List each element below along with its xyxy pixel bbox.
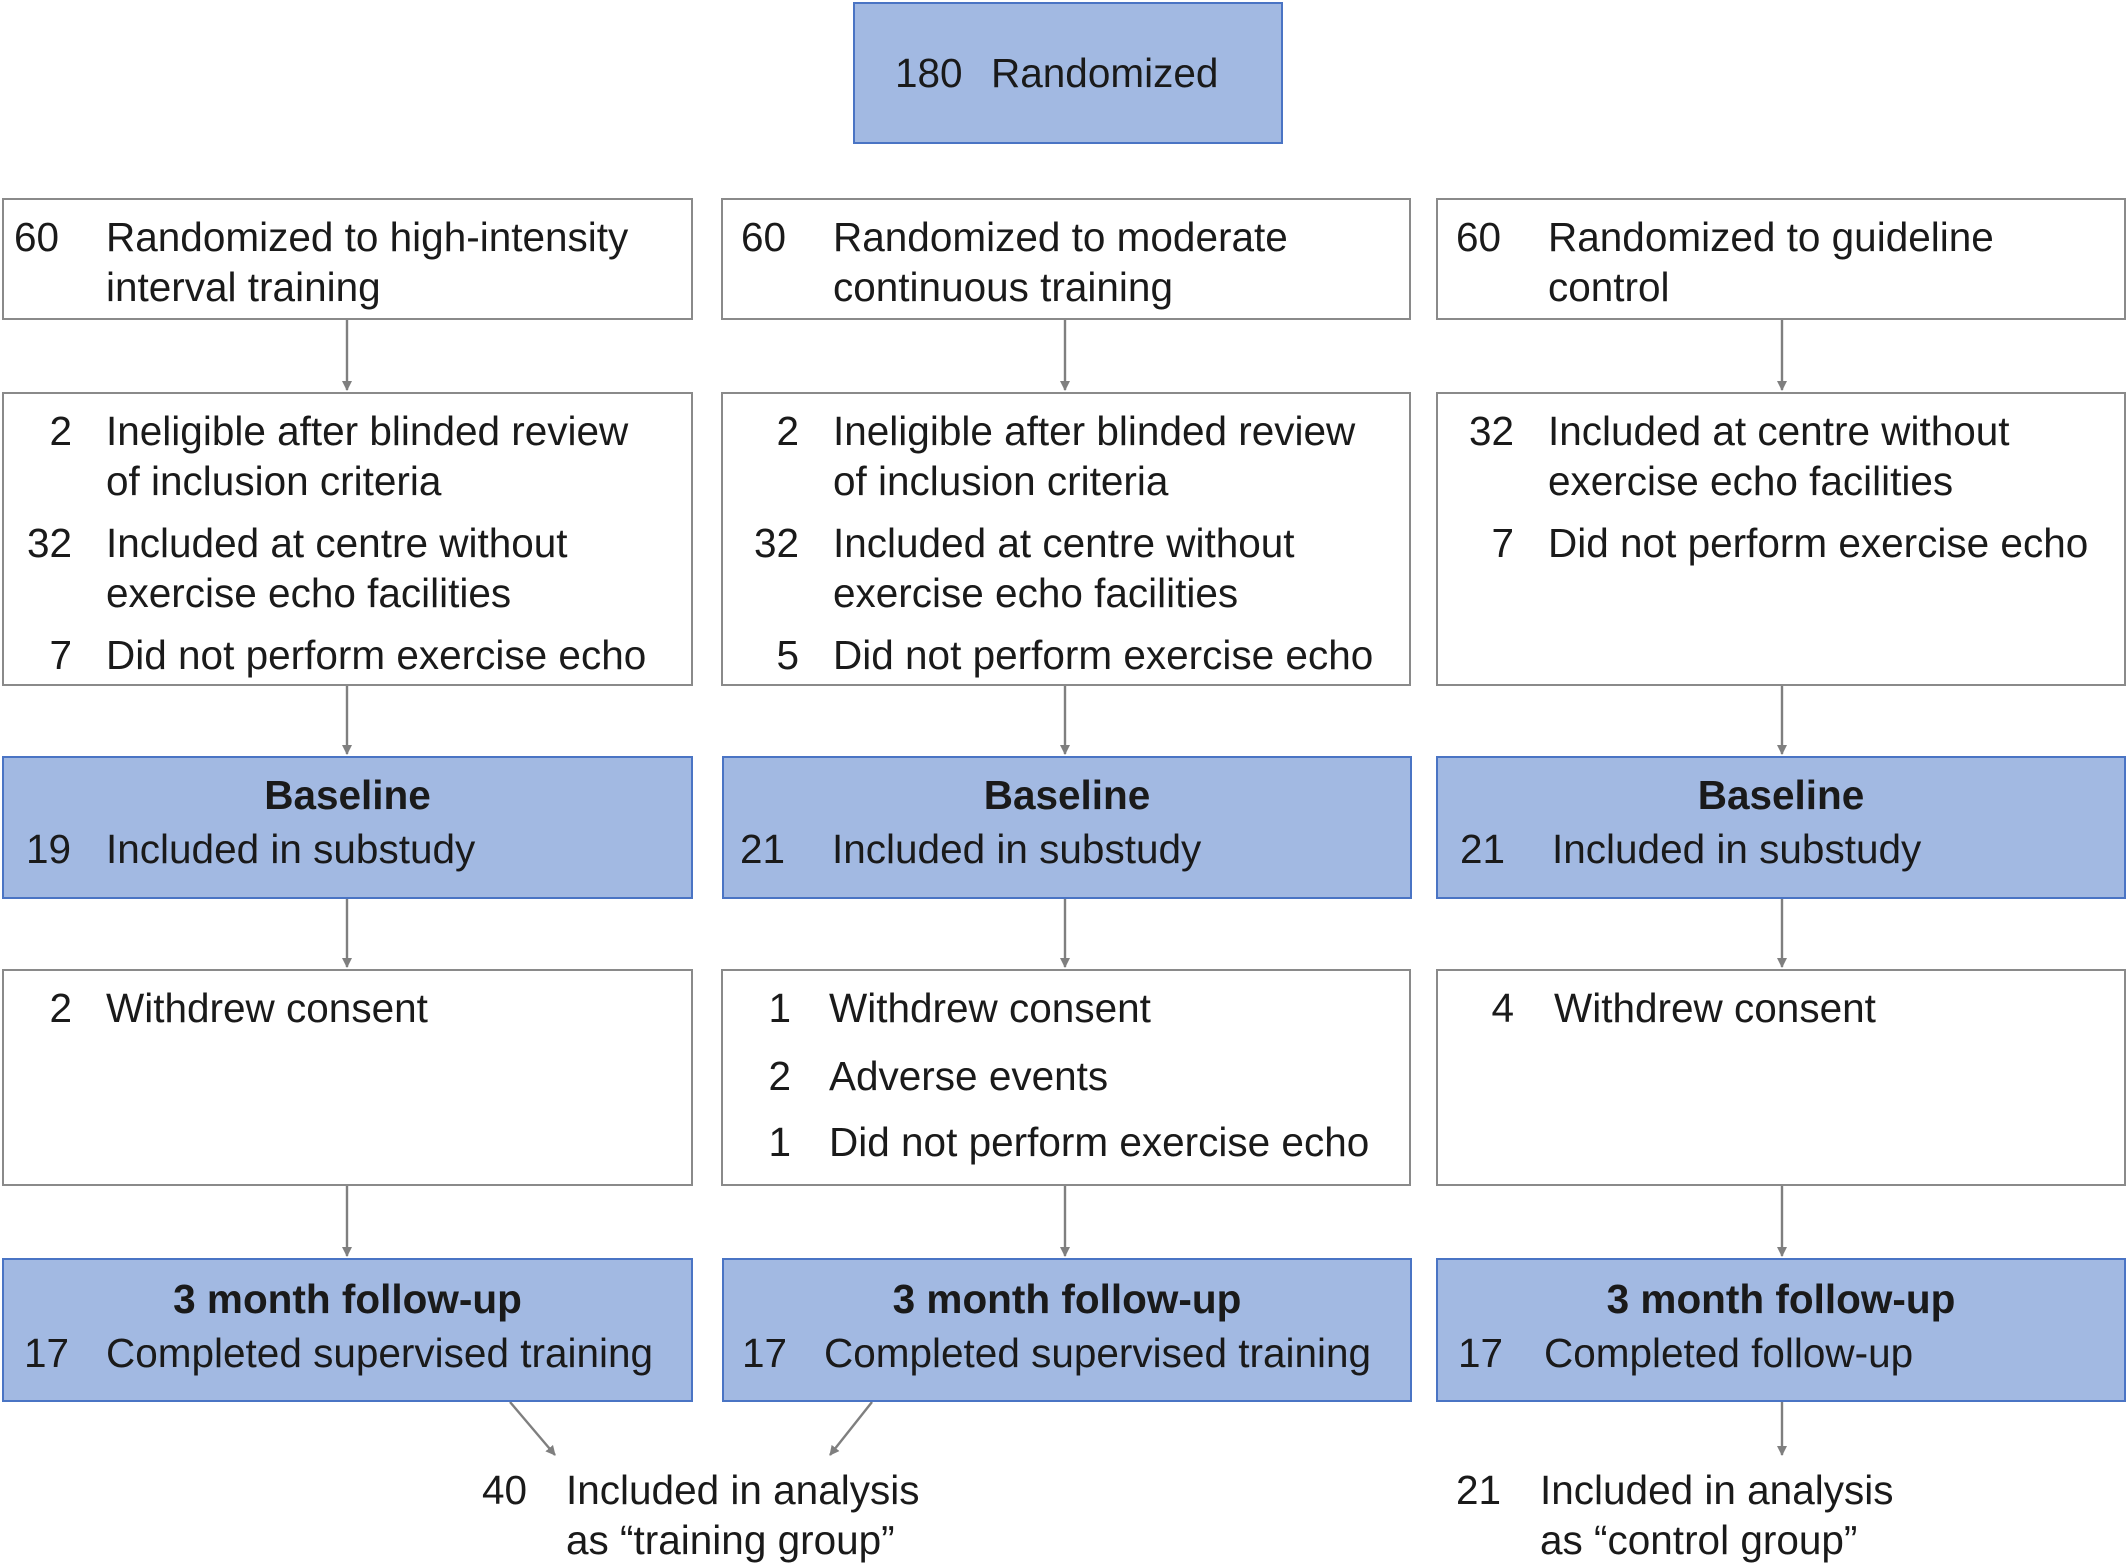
analysis-label-line: Included in analysis [1540, 1467, 1894, 1513]
exclusion-label-line: exercise echo facilities [1548, 458, 1954, 504]
analysis-control-group: 21 Included in analysis as “control grou… [1456, 1465, 1893, 1565]
analysis-training-group: 40 Included in analysis as “training gro… [482, 1465, 919, 1565]
exclusion-count: 2 [776, 408, 799, 454]
randomized-count: 180 [895, 50, 963, 96]
dropout-box-hiit: 2 Withdrew consent [2, 969, 693, 1186]
analysis-count: 40 [482, 1467, 528, 1513]
baseline-count: 21 [1460, 826, 1506, 872]
exclusion-box-hiit: 2 Ineligible after blinded review of inc… [2, 392, 693, 686]
group-label-line: interval training [106, 264, 381, 310]
exclusion-label-line: Included at centre without [833, 520, 1295, 566]
analysis-label-line: as “control group” [1540, 1517, 1858, 1563]
followup-count: 17 [1458, 1330, 1504, 1376]
exclusion-box-control: 32 Included at centre without exercise e… [1436, 392, 2126, 686]
group-label-line: control [1548, 264, 1670, 310]
exclusion-label-line: of inclusion criteria [106, 458, 442, 504]
exclusion-label-line: Did not perform exercise echo [833, 632, 1374, 678]
dropout-count: 2 [49, 985, 72, 1031]
exclusion-label-line: exercise echo facilities [833, 570, 1239, 616]
followup-box-mct: 3 month follow-up 17 Completed supervise… [722, 1258, 1412, 1402]
group-count: 60 [741, 214, 787, 260]
exclusion-label-line: Did not perform exercise echo [106, 632, 647, 678]
followup-label: Completed supervised training [106, 1330, 654, 1376]
exclusion-count: 7 [1491, 520, 1514, 566]
exclusion-count: 2 [49, 408, 72, 454]
exclusion-label-line: Ineligible after blinded review [106, 408, 629, 454]
group-box-hiit: 60 Randomized to high-intensity interval… [2, 198, 693, 320]
dropout-label: Did not perform exercise echo [829, 1119, 1370, 1165]
dropout-box-control: 4 Withdrew consent [1436, 969, 2126, 1186]
dropout-label: Withdrew consent [829, 985, 1151, 1031]
dropout-label: Adverse events [829, 1053, 1109, 1099]
exclusion-label-line: Ineligible after blinded review [833, 408, 1356, 454]
dropout-count: 1 [768, 985, 791, 1031]
exclusion-label-line: of inclusion criteria [833, 458, 1169, 504]
arrow [509, 1401, 556, 1456]
group-label-line: Randomized to guideline [1548, 214, 1994, 260]
baseline-box-hiit: Baseline 19 Included in substudy [2, 756, 693, 899]
exclusion-label-line: Did not perform exercise echo [1548, 520, 2089, 566]
dropout-label: Withdrew consent [106, 985, 428, 1031]
exclusion-label-line: Included at centre without [1548, 408, 2010, 454]
baseline-title: Baseline [264, 772, 431, 818]
baseline-count: 19 [26, 826, 72, 872]
exclusion-count: 32 [753, 520, 799, 566]
followup-count: 17 [24, 1330, 70, 1376]
exclusion-label-line: exercise echo facilities [106, 570, 512, 616]
followup-title: 3 month follow-up [173, 1276, 522, 1322]
followup-box-hiit: 3 month follow-up 17 Completed supervise… [2, 1258, 693, 1402]
analysis-label-line: as “training group” [566, 1517, 895, 1563]
group-label-line: Randomized to high-intensity [106, 214, 629, 260]
group-box-mct: 60 Randomized to moderate continuous tra… [721, 198, 1411, 320]
exclusion-count: 32 [1468, 408, 1514, 454]
followup-title: 3 month follow-up [1606, 1276, 1956, 1322]
followup-label: Completed supervised training [824, 1330, 1372, 1376]
exclusion-count: 7 [49, 632, 72, 678]
followup-label: Completed follow-up [1544, 1330, 1914, 1376]
group-box-control: 60 Randomized to guideline control [1436, 198, 2126, 320]
followup-title: 3 month follow-up [892, 1276, 1242, 1322]
exclusion-count: 32 [26, 520, 72, 566]
randomized-label: Randomized [991, 50, 1219, 96]
baseline-label: Included in substudy [1552, 826, 1922, 872]
dropout-count: 2 [768, 1053, 791, 1099]
exclusion-count: 5 [776, 632, 799, 678]
exclusion-box-mct: 2 Ineligible after blinded review of inc… [721, 392, 1411, 686]
analysis-label-line: Included in analysis [566, 1467, 920, 1513]
followup-box-control: 3 month follow-up 17 Completed follow-up [1436, 1258, 2126, 1402]
arrow [829, 1401, 873, 1456]
dropout-box-mct: 1 Withdrew consent 2 Adverse events 1 Di… [721, 969, 1411, 1186]
baseline-box-control: Baseline 21 Included in substudy [1436, 756, 2126, 899]
followup-count: 17 [742, 1330, 788, 1376]
dropout-count: 4 [1491, 985, 1514, 1031]
dropout-label: Withdrew consent [1554, 985, 1876, 1031]
baseline-title: Baseline [1697, 772, 1865, 818]
group-count: 60 [1456, 214, 1502, 260]
randomized-box: 180 Randomized [853, 2, 1283, 144]
group-label-line: continuous training [833, 264, 1173, 310]
baseline-title: Baseline [983, 772, 1151, 818]
analysis-count: 21 [1456, 1467, 1502, 1513]
baseline-box-mct: Baseline 21 Included in substudy [722, 756, 1412, 899]
baseline-count: 21 [740, 826, 786, 872]
dropout-count: 1 [768, 1119, 791, 1165]
baseline-label: Included in substudy [106, 826, 476, 872]
group-count: 60 [14, 214, 60, 260]
group-label-line: Randomized to moderate [833, 214, 1288, 260]
baseline-label: Included in substudy [832, 826, 1202, 872]
exclusion-label-line: Included at centre without [106, 520, 568, 566]
